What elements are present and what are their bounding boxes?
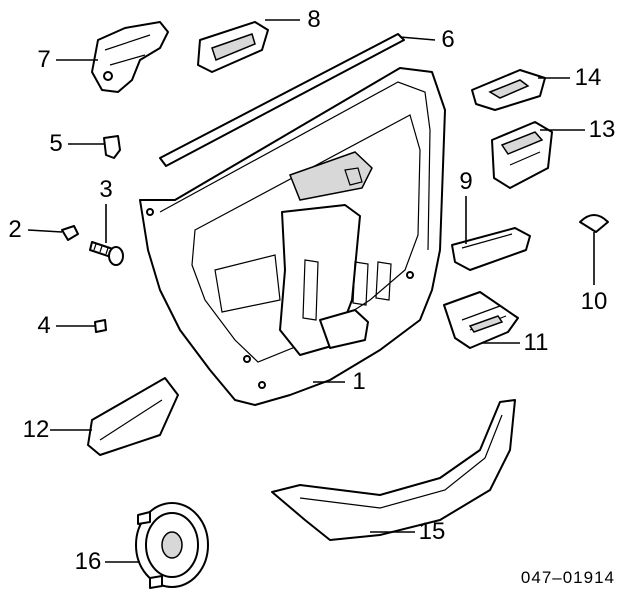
part-13-window-switch <box>491 121 553 189</box>
callout-7: 7 <box>37 46 51 73</box>
reference-code: 047–01914 <box>520 568 615 587</box>
callout-13: 13 <box>588 116 616 143</box>
part-16-speaker <box>135 502 209 589</box>
part-1-door-trim-panel <box>139 67 446 406</box>
part-6-weatherstrip <box>159 33 405 167</box>
callout-14: 14 <box>574 64 602 91</box>
callout-9: 9 <box>459 168 473 195</box>
part-3-bolt <box>89 241 124 266</box>
part-9-armrest-cover <box>451 227 531 271</box>
part-10-push-pin <box>579 214 609 233</box>
part-8-handle-bezel <box>197 21 269 73</box>
callout-16: 16 <box>74 548 102 575</box>
callout-11: 11 <box>523 329 549 356</box>
part-7-handle-mechanism <box>91 21 169 93</box>
callout-8: 8 <box>307 6 321 33</box>
callout-2: 2 <box>8 216 22 243</box>
callout-1: 1 <box>352 368 366 395</box>
part-2-screw <box>61 225 79 241</box>
leader-lines <box>27 19 595 563</box>
callout-4: 4 <box>37 312 51 339</box>
callout-5: 5 <box>49 130 63 157</box>
part-14-switch-bezel <box>471 69 546 111</box>
part-15-lower-panel <box>271 399 516 541</box>
part-12-pull-handle-cover <box>87 377 179 456</box>
callout-6: 6 <box>441 26 455 53</box>
part-5-clip <box>103 135 121 159</box>
callout-3: 3 <box>99 176 113 203</box>
callout-10: 10 <box>580 288 608 315</box>
callout-12: 12 <box>22 416 50 443</box>
part-4-small-screw <box>94 319 107 333</box>
leader-2 <box>27 229 63 233</box>
leader-6 <box>399 36 436 41</box>
callout-15: 15 <box>418 518 446 545</box>
part-11-switch-bracket <box>443 291 519 349</box>
